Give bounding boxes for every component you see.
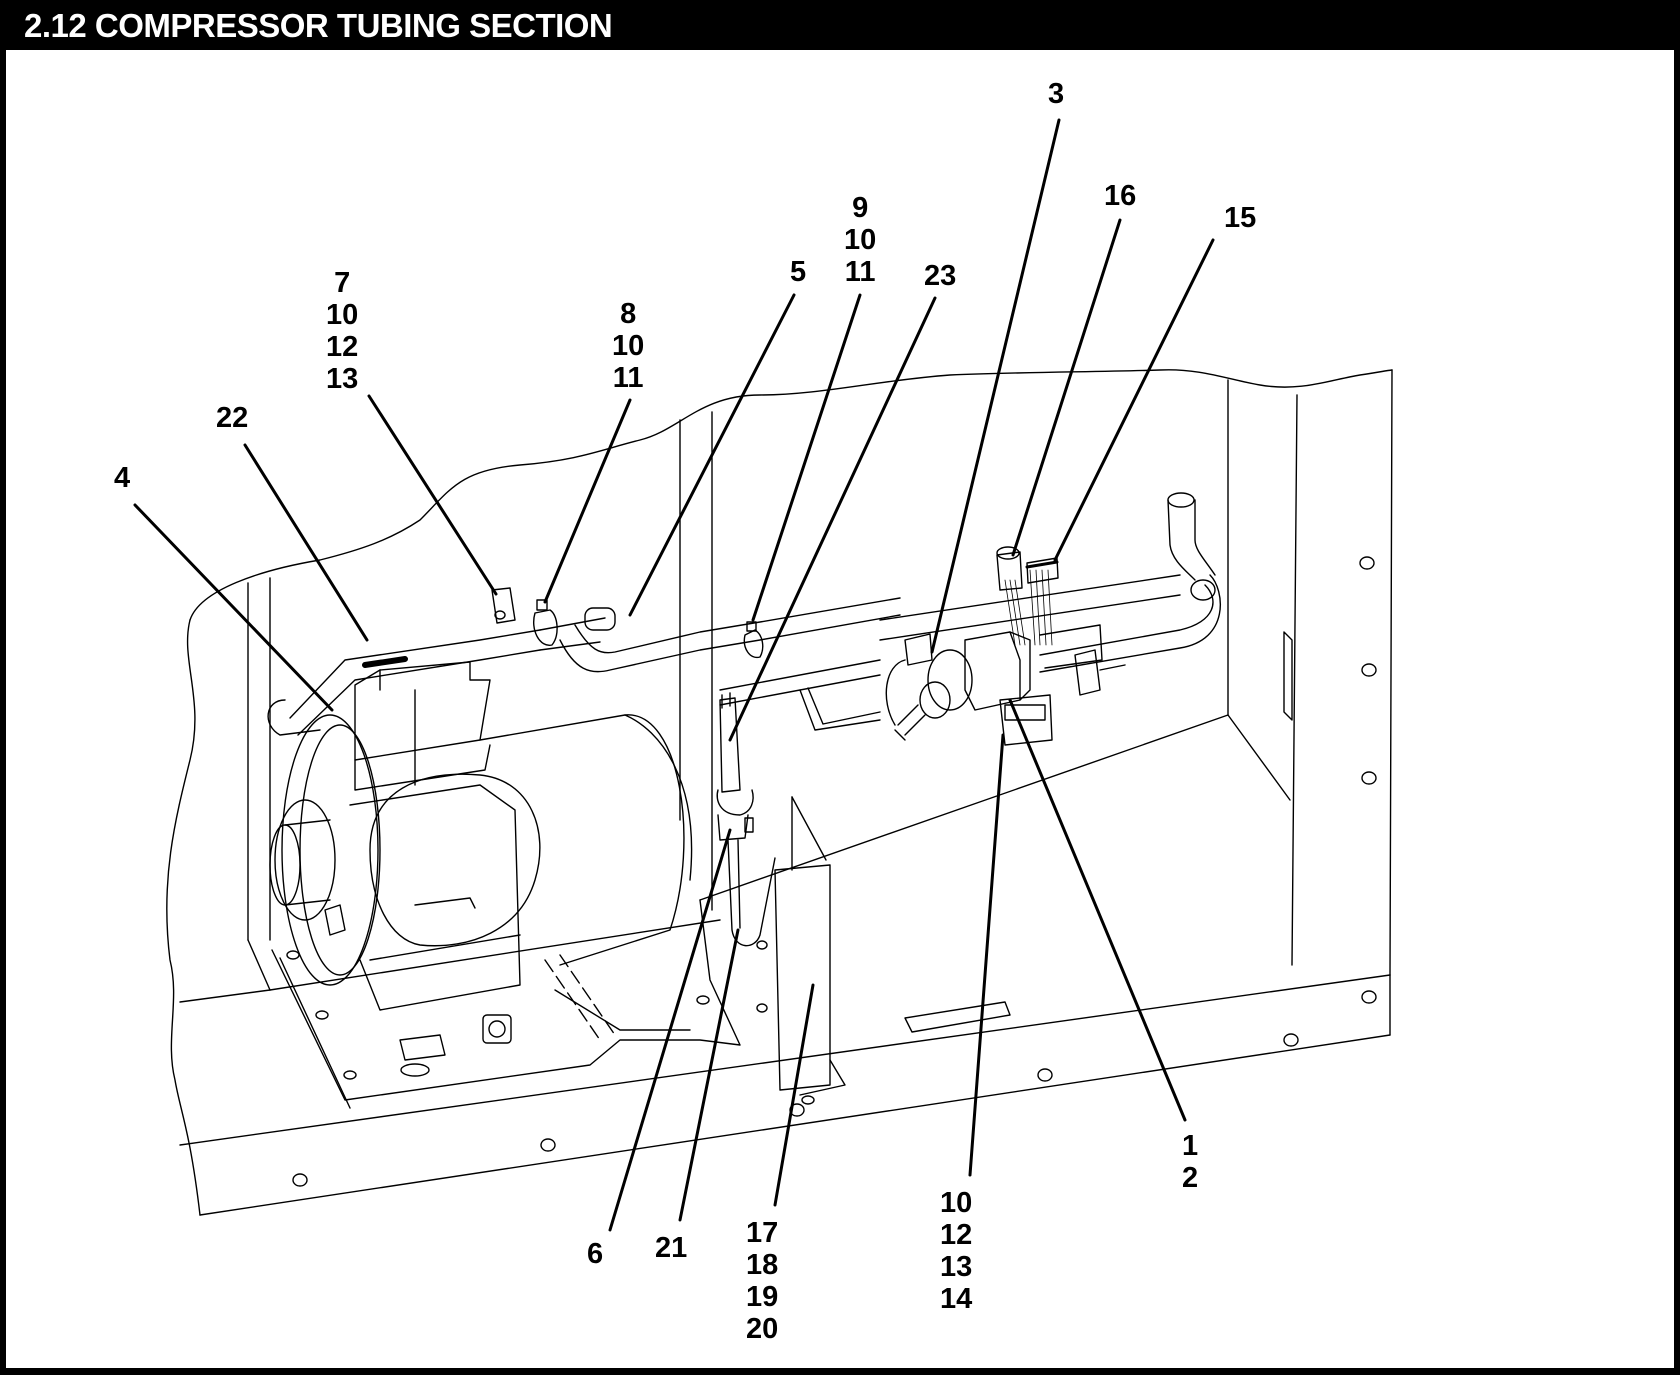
compressor-base <box>271 899 741 1109</box>
hole <box>1361 771 1377 785</box>
leader-15 <box>1053 238 1215 562</box>
hole <box>1359 556 1375 570</box>
leader-5 <box>628 293 796 617</box>
callout-number: 20 <box>746 1313 779 1345</box>
callout-number: 12 <box>326 331 359 363</box>
callout-number: 1 <box>1182 1130 1199 1162</box>
callout-number: 19 <box>746 1281 779 1313</box>
callout-9-10-11: 9 10 11 <box>844 192 876 288</box>
callout-number: 2 <box>1182 1162 1199 1194</box>
callout-number: 11 <box>612 362 644 394</box>
frame-border-bottom <box>0 1368 1680 1375</box>
callout-7-10-12-13: 7 10 12 13 <box>326 267 358 395</box>
leader-17 <box>773 983 815 1207</box>
leader-10 <box>968 733 1005 1177</box>
valve-assembly <box>885 546 1126 746</box>
hole <box>1361 990 1377 1004</box>
callout-number: 10 <box>844 224 877 256</box>
leader-8 <box>543 398 632 604</box>
clamp-9 <box>743 629 764 659</box>
leader-6 <box>608 828 732 1232</box>
leader-lines <box>133 118 1215 1232</box>
callout-21: 21 <box>655 1232 687 1264</box>
callout-number: 8 <box>620 298 637 330</box>
callout-number: 15 <box>1224 202 1257 234</box>
clamps <box>362 587 764 668</box>
callout-number: 10 <box>612 330 645 362</box>
callout-number: 10 <box>940 1187 973 1219</box>
callout-number: 4 <box>114 462 131 494</box>
callout-number: 18 <box>746 1249 779 1281</box>
leader-21 <box>678 928 740 1222</box>
callout-number: 11 <box>844 256 876 288</box>
leader-23 <box>728 296 937 742</box>
wall-latch <box>1283 631 1293 721</box>
callout-1-2: 1 2 <box>1182 1130 1198 1194</box>
bracket-7 <box>491 587 516 624</box>
callout-10-12-13-14: 10 12 13 14 <box>940 1187 972 1315</box>
callout-number: 10 <box>326 299 359 331</box>
callout-6: 6 <box>587 1238 603 1270</box>
callout-15: 15 <box>1224 202 1256 234</box>
mounting-bracket <box>756 796 846 1105</box>
hole <box>1037 1068 1053 1082</box>
callout-8-10-11: 8 10 11 <box>612 298 644 394</box>
callout-number: 22 <box>216 402 249 434</box>
callout-number: 5 <box>790 256 807 288</box>
callout-23: 23 <box>924 260 956 292</box>
clamp-8 <box>533 609 558 646</box>
callout-number: 16 <box>1104 180 1137 212</box>
callout-number: 13 <box>940 1251 973 1283</box>
pressure-switch <box>716 692 776 947</box>
tubing <box>267 492 1221 736</box>
hole <box>292 1173 308 1187</box>
mounting-holes <box>292 556 1377 1187</box>
leader-16 <box>1011 218 1122 557</box>
callout-number: 3 <box>1048 78 1065 110</box>
callout-number: 21 <box>655 1232 688 1264</box>
leader-1 <box>1008 698 1187 1122</box>
title-bar: 2.12 COMPRESSOR TUBING SECTION <box>0 0 1680 50</box>
floor-slot <box>904 1001 1011 1033</box>
hole <box>1361 663 1377 677</box>
callout-number: 9 <box>852 192 869 224</box>
callout-3: 3 <box>1048 78 1064 110</box>
hole <box>540 1138 556 1152</box>
frame-border-right <box>1674 50 1680 1375</box>
leader-22 <box>243 443 369 642</box>
callout-number: 12 <box>940 1219 973 1251</box>
callout-number: 17 <box>746 1217 779 1249</box>
hole <box>1283 1033 1299 1047</box>
callout-5: 5 <box>790 256 806 288</box>
callout-4: 4 <box>114 462 130 494</box>
cutaway-edge <box>189 369 1393 621</box>
label-stripe <box>362 656 408 668</box>
callout-number: 13 <box>326 363 359 395</box>
callout-17-18-19-20: 17 18 19 20 <box>746 1217 778 1345</box>
frame-border-left <box>0 50 6 1375</box>
cabinet-housing <box>166 369 1393 1216</box>
sight-glass <box>482 1014 512 1044</box>
leader-3 <box>930 118 1061 654</box>
callout-number: 23 <box>924 260 957 292</box>
leader-9 <box>751 293 862 622</box>
callout-number: 14 <box>940 1283 973 1315</box>
callout-number: 7 <box>334 267 351 299</box>
page-title: 2.12 COMPRESSOR TUBING SECTION <box>24 7 613 44</box>
compressor <box>269 661 693 1077</box>
callout-16: 16 <box>1104 180 1136 212</box>
callout-22: 22 <box>216 402 248 434</box>
leader-7 <box>367 394 498 596</box>
callout-number: 6 <box>587 1238 604 1270</box>
leader-4 <box>133 503 334 712</box>
cutaway-left-edge <box>166 619 201 1216</box>
